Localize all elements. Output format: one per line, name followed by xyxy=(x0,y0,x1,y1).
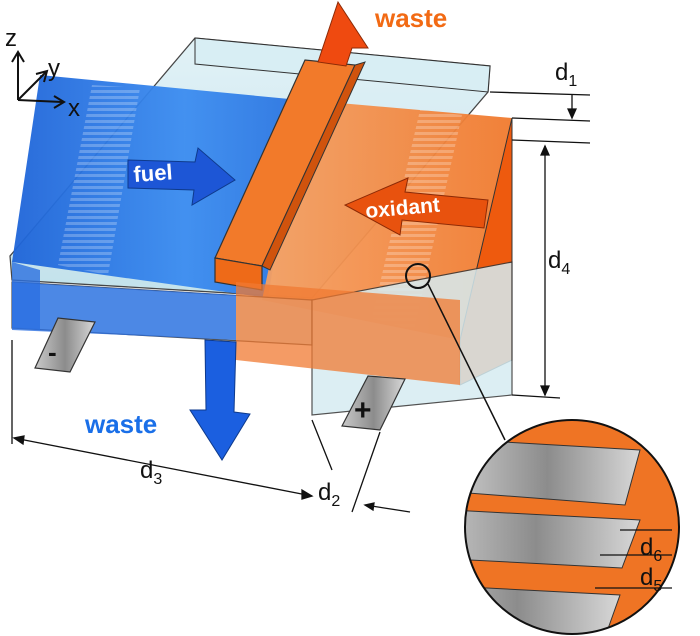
d5-label: d5 xyxy=(640,564,662,595)
glass-bottom-slab xyxy=(11,261,513,416)
dimension-lines xyxy=(11,91,591,513)
zoom-callout xyxy=(405,263,680,635)
waste-orange-arrow xyxy=(317,0,369,67)
axis-z-label: z xyxy=(5,25,17,52)
axis-y-label: y xyxy=(48,55,60,82)
coordinate-axes xyxy=(11,50,66,109)
d1-label: d1 xyxy=(555,59,577,90)
positive-sign: + xyxy=(354,394,372,427)
oxidant-arrow: oxidant xyxy=(343,177,489,236)
positive-electrode: + xyxy=(341,375,406,431)
zoom-source-circle xyxy=(405,263,431,289)
negative-electrode: - xyxy=(34,317,96,373)
waste-bottom-label: waste xyxy=(84,409,157,439)
negative-sign: - xyxy=(48,337,57,367)
zoom-detail xyxy=(465,420,679,634)
d6-label: d6 xyxy=(640,534,662,565)
waste-blue-arrow xyxy=(189,339,251,461)
fuel-arrow: fuel xyxy=(127,147,236,206)
d4-label: d4 xyxy=(548,247,570,278)
d3-label: d3 xyxy=(140,457,162,488)
d2-label: d2 xyxy=(318,479,340,510)
waste-top-label: waste xyxy=(374,3,447,33)
fuel-label: fuel xyxy=(133,159,174,187)
center-rib xyxy=(214,59,366,291)
d5-d6-leaders xyxy=(595,529,672,589)
axis-x-label: x xyxy=(68,95,80,122)
